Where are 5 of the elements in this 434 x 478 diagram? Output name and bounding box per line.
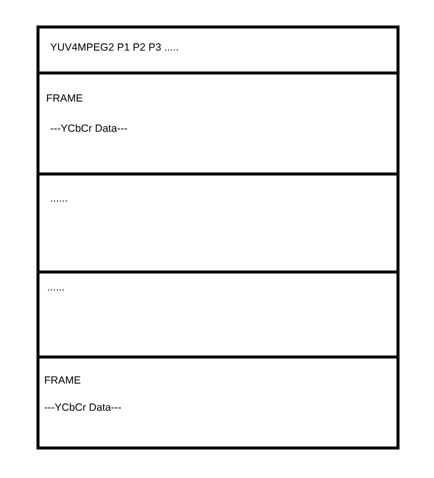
- table-row: YUV4MPEG2 P1 P2 P3 .....: [36, 26, 400, 74]
- table-row: ......: [36, 172, 400, 274]
- table-row: ......: [36, 270, 400, 358]
- table-row: FRAME ---YCbCr Data---: [36, 72, 400, 176]
- table-row: FRAME ---YCbCr Data---: [36, 356, 400, 450]
